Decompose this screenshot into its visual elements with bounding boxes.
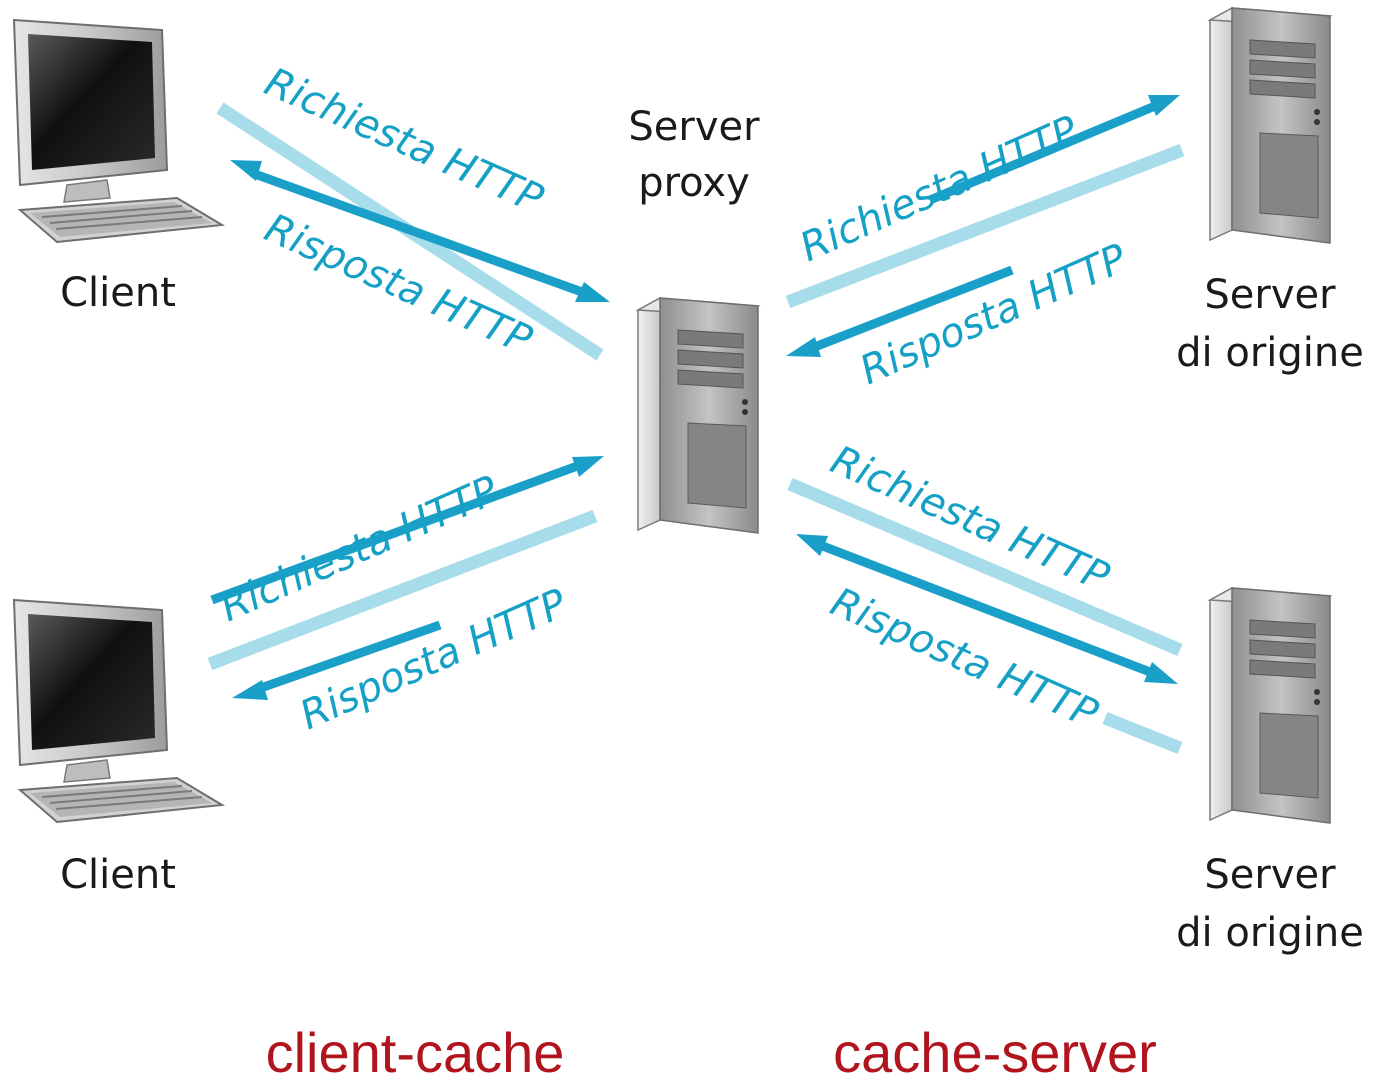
br-request-arrow-head-right xyxy=(1144,662,1178,684)
origin-bottom-label-line2: di origine xyxy=(1176,910,1364,956)
tl-request-label: Richiesta HTTP xyxy=(258,59,550,223)
bl-request-arrow-line xyxy=(210,460,582,605)
proxy-server-tower-icon xyxy=(637,297,759,534)
tr-request-arrow-line xyxy=(928,101,1157,205)
br-response-arrow-head-left xyxy=(796,534,828,556)
bl-response-arrow-head xyxy=(232,680,268,700)
client-top-label: Client xyxy=(60,270,176,316)
br-response-light-line xyxy=(1102,711,1183,755)
bl-response-light-line xyxy=(207,509,598,671)
br-request-light-line xyxy=(787,478,1183,656)
origin-top-server-tower-icon xyxy=(1209,7,1331,244)
br-response-arrow-line xyxy=(818,540,1152,677)
client-bottom-label: Client xyxy=(60,852,176,898)
footer-cache-server-label: cache-server xyxy=(833,1021,1157,1084)
client-bottom-computer-icon xyxy=(13,599,223,823)
tr-request-arrow-head xyxy=(1148,95,1180,116)
origin-bottom-label-line1: Server xyxy=(1204,852,1336,898)
bl-request-arrow-head xyxy=(572,456,604,477)
tr-response-arrow-line xyxy=(810,265,1014,353)
client-top-computer-icon xyxy=(13,19,223,243)
origin-top-label-line1: Server xyxy=(1204,272,1336,318)
origin-top-label-line2: di origine xyxy=(1176,330,1364,376)
tl-response-arrow-line xyxy=(250,168,584,297)
tr-response-arrow-head xyxy=(786,337,821,357)
bl-response-arrow-line xyxy=(253,620,442,695)
tl-response-arrow-head-right xyxy=(575,282,610,302)
footer-client-cache-label: client-cache xyxy=(266,1021,565,1084)
origin-bottom-server-tower-icon xyxy=(1209,587,1331,824)
tl-response-arrow-head-left xyxy=(230,160,262,181)
proxy-label-line1: Server xyxy=(628,104,760,150)
tr-request-light-line xyxy=(785,143,1185,309)
proxy-label-line2: proxy xyxy=(638,160,750,206)
